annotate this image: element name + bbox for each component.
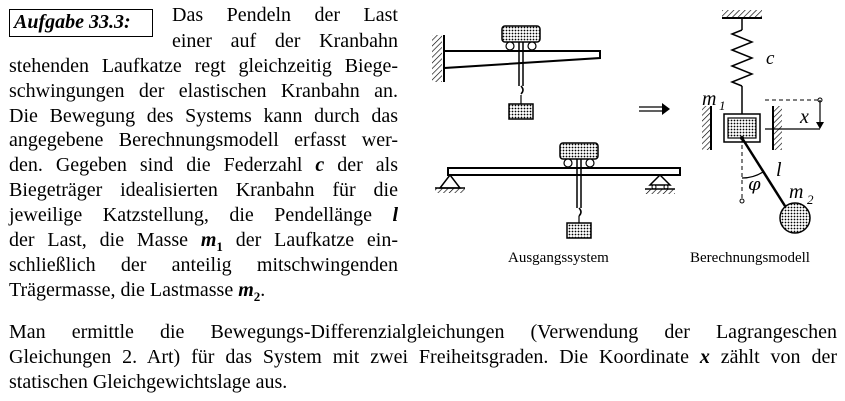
text-line-5: Die Bewegung des Systems kann durch das [9, 105, 398, 127]
text-line-7: den. Gegeben sind die Federzahl c der al… [9, 154, 398, 176]
label-l: l [776, 159, 782, 181]
mechanics-figure: c m 1 x l φ m 2 [432, 10, 824, 239]
mass-m2 [779, 202, 811, 234]
text-line-12: Trägermasse, die Lastmasse m2. [9, 279, 266, 304]
text-line-11: schließlich der anteilig mitschwingenden [9, 254, 398, 276]
label-m2: m [789, 181, 803, 203]
supported-beam-system [435, 142, 681, 239]
text-line-3: stehenden Laufkatze regt gleichzeitig Bi… [9, 55, 398, 77]
label-m1: m [702, 88, 716, 110]
text-line-9: jeweilige Katzstellung, die Pendellänge … [9, 204, 398, 226]
load-1 [508, 103, 534, 120]
text-line-1: Das Pendeln der Last [172, 4, 398, 26]
cantilever-system [432, 25, 601, 120]
text-line-8: Biegeträger idealisierten Kranbahn für d… [9, 179, 398, 201]
pendulum-rod [740, 137, 787, 207]
question-line-3: statischen Gleichgewichtslage aus. [9, 371, 288, 393]
wall-hatch-left [432, 35, 442, 82]
question-line-2: Gleichungen 2. Art) für das System mit z… [9, 346, 838, 368]
ceiling-hatch [722, 10, 762, 18]
symbol-l: l [392, 204, 398, 226]
symbol-x: x [699, 346, 710, 368]
symbol-m2: m [238, 279, 254, 301]
task-label: Aufgabe 33.3: [14, 11, 131, 33]
label-c: c [766, 48, 775, 69]
svg-text:2: 2 [807, 192, 814, 207]
calculation-model [702, 10, 824, 234]
task-label-box: Aufgabe 33.3: [9, 9, 153, 37]
label-phi: φ [748, 174, 761, 195]
cantilever-beam [443, 50, 601, 70]
caption-ausgangssystem: Ausgangssystem [508, 250, 609, 266]
load-2 [566, 222, 592, 239]
spring [729, 29, 755, 87]
arrow-icon [639, 103, 670, 115]
text-line-6: angegebene Berechnungsmodell erfasst wer… [9, 129, 398, 151]
guide-right [774, 106, 782, 150]
text-line-10: der Last, die Masse m1 der Laufkatze ein… [9, 229, 398, 254]
symbol-c: c [315, 154, 325, 176]
text-line-4: schwingungen der elastischen Kranbahn an… [9, 80, 398, 102]
crane-beam [447, 167, 681, 176]
text-line-2: einer auf der Kranbahn [172, 30, 398, 52]
caption-berechnungsmodell: Berechnungsmodell [690, 250, 810, 266]
question-line-1: Man ermittle die Bewegungs-Differenzialg… [9, 321, 837, 343]
symbol-m1: m [200, 229, 217, 251]
trolley-1 [501, 25, 541, 43]
label-x: x [799, 106, 809, 128]
pin-support [438, 173, 462, 189]
roller-support [648, 173, 672, 186]
svg-text:1: 1 [719, 98, 726, 113]
trolley-2 [559, 142, 599, 160]
guide-left [702, 106, 710, 150]
